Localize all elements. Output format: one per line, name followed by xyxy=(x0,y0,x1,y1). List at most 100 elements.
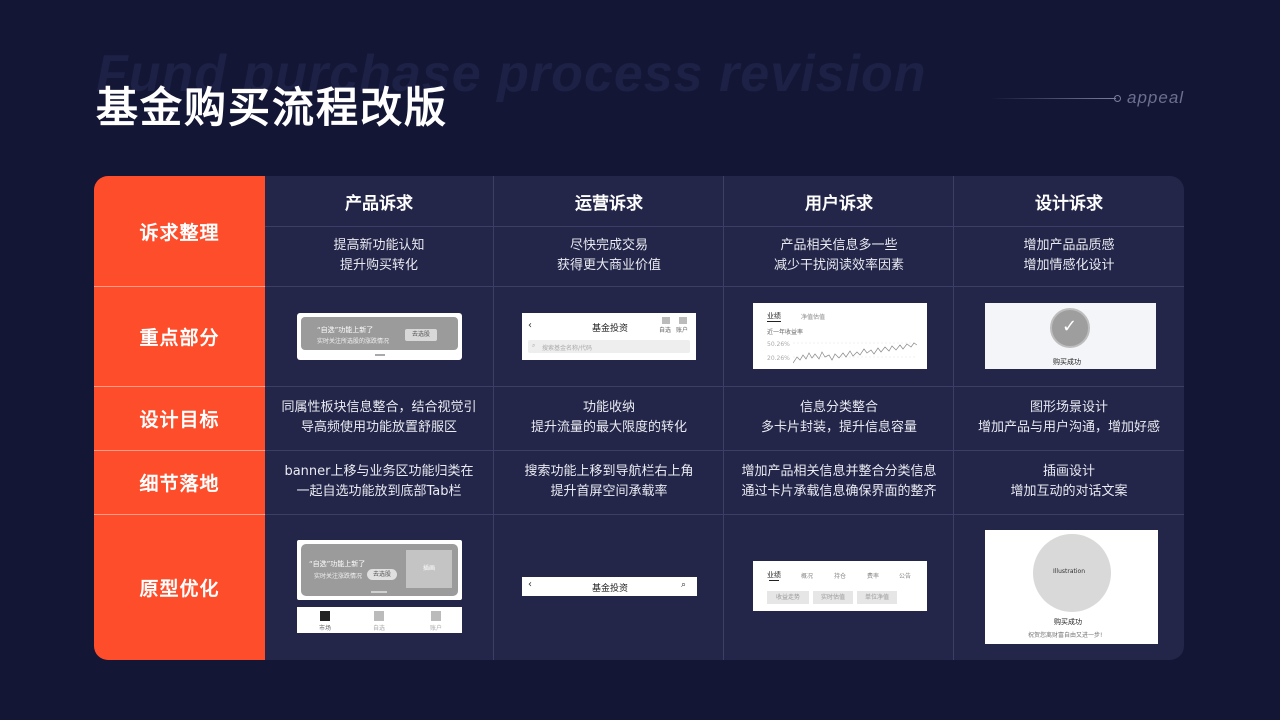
cell-goal-user: 信息分类整合 多卡片封装，提升信息容量 xyxy=(724,386,954,450)
chart-label: 近一年收益率 xyxy=(767,329,804,336)
cell-line: 导高频使用功能放置舒服区 xyxy=(300,420,457,435)
search-input xyxy=(528,340,690,353)
proto-banner-card: “自选”功能上新了 实时关注涨跌情况 去选股 插画 xyxy=(297,540,462,600)
proto-success-card: Illustration 购买成功 祝贺您离财富自由又进一步! xyxy=(985,530,1158,644)
cell-line: 尽快完成交易 xyxy=(569,238,648,253)
tab-item: 持仓 xyxy=(834,573,847,580)
cell-appeal-user: 产品相关信息多一些 减少干扰阅读效率因素 xyxy=(724,226,954,286)
banner-subtitle: 实时关注所选股的涨跌情况 xyxy=(317,338,390,345)
watchlist-tab-icon xyxy=(374,611,384,621)
row-divider xyxy=(265,450,1184,451)
tab-active: 业绩 xyxy=(767,571,781,579)
row-label-column xyxy=(94,176,265,660)
cell-goal-design: 图形场景设计 增加产品与用户沟通，增加好感 xyxy=(954,386,1184,450)
cell-line: 增加产品品质感 xyxy=(1023,238,1115,253)
cell-line: 多卡片封装，提升信息容量 xyxy=(760,420,917,435)
illustration-label: Illustration xyxy=(1053,568,1086,575)
row-divider xyxy=(94,386,265,387)
search-placeholder: 搜索基金名称/代码 xyxy=(542,345,593,352)
row-divider xyxy=(265,514,1184,515)
tab-underline xyxy=(767,321,781,322)
pager-dots xyxy=(375,354,385,356)
cell-line: banner上移与业务区功能归类在 xyxy=(284,464,474,479)
pager-dots xyxy=(371,591,387,593)
nav-icon-label: 自选 xyxy=(659,327,672,334)
column-head-user: 用户诉求 xyxy=(805,193,873,214)
banner-title: “自选”功能上新了 xyxy=(317,326,374,334)
success-subtext: 祝贺您离财富自由又进一步! xyxy=(1028,632,1103,639)
mock-nav-search: ‹ 基金投资 自选 账户 ⌕ 搜索基金名称/代码 xyxy=(522,313,696,360)
decorative-line xyxy=(990,98,1116,99)
cell-detail-product: banner上移与业务区功能归类在 一起自选功能放到底部Tab栏 xyxy=(264,450,494,514)
cell-appeal-operation: 尽快完成交易 获得更大商业价值 xyxy=(494,226,724,286)
page-title: 基金购买流程改版 xyxy=(96,83,449,132)
back-icon: ‹ xyxy=(528,579,532,590)
check-icon: ✓ xyxy=(1062,316,1078,337)
chip-button: 实时估值 xyxy=(813,591,853,604)
cell-line: 插画设计 xyxy=(1042,464,1095,479)
cell-goal-operation: 功能收纳 提升流量的最大限度的转化 xyxy=(494,386,724,450)
cell-line: 提升流量的最大限度的转化 xyxy=(530,420,687,435)
cell-line: 减少干扰阅读效率因素 xyxy=(773,258,904,273)
proto-tabs-card: 业绩 概况 持仓 费率 公告 收益走势 实时估值 单位净值 xyxy=(753,561,927,611)
cell-line: 提升购买转化 xyxy=(339,258,418,273)
cell-line: 提高新功能认知 xyxy=(333,238,425,253)
background-title: Fund purchase process revision xyxy=(96,45,927,103)
column-head-operation: 运营诉求 xyxy=(575,193,643,214)
cell-line: 增加互动的对话文案 xyxy=(1010,484,1128,499)
chart-line xyxy=(793,342,917,364)
chip-button: 收益走势 xyxy=(767,591,809,604)
cell-line: 信息分类整合 xyxy=(799,400,878,415)
chart-value: 50.26% xyxy=(767,341,790,348)
cell-line: 同属性板块信息整合，结合视觉引 xyxy=(281,400,477,415)
column-head-product: 产品诉求 xyxy=(345,193,413,214)
success-circle xyxy=(1050,308,1090,348)
chart-value: 20.26% xyxy=(767,355,790,362)
banner-subtitle: 实时关注涨跌情况 xyxy=(314,573,363,580)
cell-detail-operation: 搜索功能上移到导航栏右上角 提升首屏空间承载率 xyxy=(494,450,724,514)
cell-detail-user: 增加产品相关信息并整合分类信息 通过卡片承载信息确保界面的整齐 xyxy=(724,450,954,514)
market-tab-icon xyxy=(320,611,330,621)
nav-title: 基金投资 xyxy=(592,324,629,334)
header-divider xyxy=(265,226,1184,227)
row-divider xyxy=(94,514,265,515)
cell-appeal-product: 提高新功能认知 提升购买转化 xyxy=(264,226,494,286)
cell-line: 功能收纳 xyxy=(582,400,635,415)
cell-line: 增加产品相关信息并整合分类信息 xyxy=(741,464,937,479)
row-divider xyxy=(265,386,1184,387)
comparison-table: 诉求整理 重点部分 设计目标 细节落地 原型优化 产品诉求 运营诉求 用户诉求 … xyxy=(94,176,1184,660)
mock-chart-card: 业绩 净值估值 近一年收益率 50.26% 20.26% xyxy=(753,303,927,369)
tab-underline xyxy=(769,580,779,581)
cell-line: 产品相关信息多一些 xyxy=(780,238,898,253)
cell-appeal-design: 增加产品品质感 增加情感化设计 xyxy=(954,226,1184,286)
cell-line: 提升首屏空间承载率 xyxy=(550,484,668,499)
row-divider xyxy=(94,286,265,287)
search-icon: ⌕ xyxy=(681,580,687,590)
cell-line: 获得更大商业价值 xyxy=(556,258,661,273)
illustration-circle xyxy=(1033,534,1111,612)
cell-line: 一起自选功能放到底部Tab栏 xyxy=(296,484,462,499)
tab-item: 费率 xyxy=(867,573,880,580)
row-label-design-goal: 设计目标 xyxy=(139,408,220,431)
tab-item: 概况 xyxy=(801,573,814,580)
success-text: 购买成功 xyxy=(1054,618,1082,626)
cell-goal-product: 同属性板块信息整合，结合视觉引 导高频使用功能放置舒服区 xyxy=(264,386,494,450)
row-label-prototype: 原型优化 xyxy=(139,577,220,600)
cell-line: 图形场景设计 xyxy=(1029,400,1108,415)
cell-line: 搜索功能上移到导航栏右上角 xyxy=(524,464,694,479)
favorite-icon xyxy=(662,317,670,324)
cell-detail-design: 插画设计 增加互动的对话文案 xyxy=(954,450,1184,514)
decorative-dot xyxy=(1114,95,1121,102)
column-divider xyxy=(723,176,724,660)
column-head-design: 设计诉求 xyxy=(1035,193,1103,214)
account-tab-icon xyxy=(431,611,441,621)
chip-button: 单位净值 xyxy=(857,591,897,604)
proto-tab-bar: 市场 自选 账户 xyxy=(297,607,462,633)
appeal-tag: appeal xyxy=(1127,88,1185,107)
cell-line: 通过卡片承载信息确保界面的整齐 xyxy=(741,484,937,499)
row-label-details: 细节落地 xyxy=(139,472,220,495)
cell-line: 增加产品与用户沟通，增加好感 xyxy=(977,420,1160,435)
tab-item: 净值估值 xyxy=(801,314,826,321)
banner-button: 去选股 xyxy=(405,329,437,341)
account-icon xyxy=(679,317,687,324)
